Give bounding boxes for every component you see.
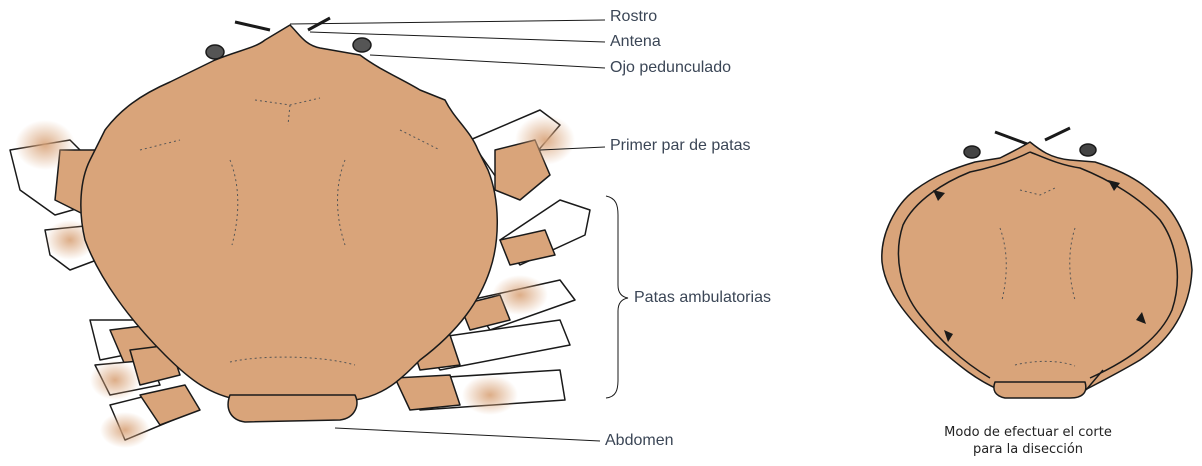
right-carapace bbox=[882, 142, 1192, 390]
label-primer-par-de-patas: Primer par de patas bbox=[610, 137, 751, 155]
caption-line-2: para la disección bbox=[898, 441, 1158, 458]
dissection-caption: Modo de efectuar el corte para la disecc… bbox=[898, 424, 1158, 458]
label-patas-ambulatorias: Patas ambulatorias bbox=[634, 289, 771, 307]
left-abdomen bbox=[228, 395, 357, 422]
caption-line-1: Modo de efectuar el corte bbox=[898, 424, 1158, 441]
label-antena: Antena bbox=[610, 33, 661, 51]
right-abdomen bbox=[994, 382, 1086, 398]
label-rostro: Rostro bbox=[610, 8, 657, 26]
left-crab bbox=[10, 18, 590, 448]
right-crab bbox=[882, 128, 1192, 398]
right-antenna bbox=[995, 128, 1070, 145]
label-abdomen: Abdomen bbox=[605, 432, 674, 450]
label-ojo-pedunculado: Ojo pedunculado bbox=[610, 59, 731, 77]
